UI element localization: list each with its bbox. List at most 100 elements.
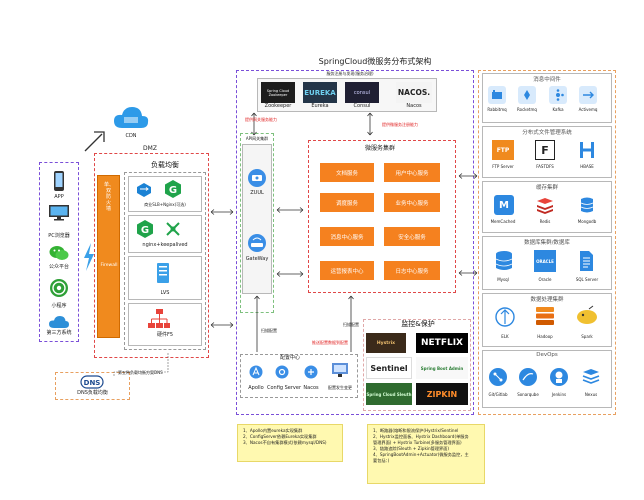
lb-lvs-label: LVS [160, 290, 170, 296]
dns-note: 第五种负载均衡方案DNS [118, 370, 163, 375]
main-cluster [236, 70, 474, 415]
firewall-label: 单、双防火墙 [104, 182, 115, 212]
ms-doc-service: 文档服务 [320, 163, 374, 182]
sleuth-tile-text: Spring Cloud Sleuth [366, 391, 412, 397]
arrow-scan-right [347, 295, 355, 353]
third-party-cloud-icon [48, 314, 70, 328]
client-wechat-label: 公众平台 [48, 264, 69, 270]
dns-group [55, 372, 130, 400]
ms-message-service: 消息中心服务 [320, 227, 374, 246]
dns-connector [108, 350, 208, 380]
scan-config-right-label: 扫描配置 [343, 322, 359, 327]
config-note-line-3: 3、Nacos不自有集群模式(依赖mysql/DNS) [243, 440, 327, 446]
hbase-icon [577, 140, 597, 160]
arrow-ms-right-2 [458, 262, 478, 276]
eureka-logo: EUREKA [303, 82, 337, 103]
phone-icon [53, 170, 65, 192]
oracle-icon-text: ORACLE [536, 258, 554, 264]
fs-title: 分布式文件管理系统 [522, 130, 572, 136]
netflix-tile-text: NETFLIX [421, 338, 463, 348]
gateway-register-label: 提供网关服务能力 [245, 117, 277, 122]
config-note: 1、Apollo内置eureka实现集群 2、ConfigServer依赖Eur… [237, 424, 343, 462]
client-third-label: 第三方系统 [46, 330, 72, 336]
zipkin-tile: ZIPKIN [416, 383, 468, 405]
mq-activemq-label: Activemq [578, 107, 598, 112]
lb-nginx-box [128, 215, 202, 253]
config-apollo-label: Apollo [248, 385, 264, 391]
db-mysql-label: Mysql [497, 277, 509, 282]
gateway-inner [242, 144, 272, 294]
zookeeper-tile-text: Spring Cloud Zookeeper [266, 88, 290, 97]
arrow-scan-left [253, 295, 261, 353]
ms-user-service: 用户中心服务 [384, 163, 440, 182]
spark-icon [575, 305, 599, 327]
cache-section [482, 181, 612, 233]
sqlserver-icon [576, 250, 596, 272]
nacos-tile-text: NACOS. [397, 88, 431, 97]
devops-nexus-label: Nexus [584, 392, 598, 397]
page-title: SpringCloud微服务分布式架构 [318, 57, 432, 66]
nacos-logo: NACOS. [396, 82, 432, 103]
nexus-icon [581, 367, 601, 387]
spring-boot-admin-tile: Spring Boot Admin [416, 357, 468, 379]
keepalived-icon [164, 220, 182, 238]
rocketmq-icon [518, 86, 536, 104]
cache-mongodb-label: Mongodb [577, 219, 597, 224]
nginx-icon: G [136, 219, 154, 239]
registry-eureka-label: Eureka [311, 103, 329, 109]
bigdata-title: 数据处理集群 [530, 297, 564, 303]
microservice-cluster [308, 140, 456, 293]
firewall-bar [97, 175, 120, 338]
gateway-title: API网关集群 [245, 136, 269, 141]
kafka-icon [549, 86, 567, 104]
hystrix-tile-text: Hystrix [376, 340, 396, 346]
db-section [482, 236, 612, 290]
lb-lvs-box [128, 256, 202, 300]
git-icon [488, 367, 508, 387]
monitor-note-line-1: 1、断路器(熔断和限流保护(Hystrix/Sentinel [373, 428, 459, 433]
arrow-lb-gw-1 [210, 201, 234, 215]
registry-zk-label: Zookeeper [264, 103, 292, 109]
dns-label: DNS负载均衡 [77, 390, 108, 396]
svg-text:G: G [141, 225, 149, 236]
mq-kafka-label: Kafka [552, 107, 564, 112]
devops-title: DevOps [536, 352, 558, 358]
fastdfs-icon: F [535, 140, 555, 160]
zipkin-tile-text: ZIPKIN [426, 389, 458, 399]
zuul-label: ZUUL [250, 190, 264, 196]
client-group [39, 162, 79, 342]
monitor-note-line-4: 3、链路追踪(Sleuth + Zipkin管理界面) [373, 446, 450, 452]
config-note-line-2: 2、ConfigServer依赖Eureka实现集群 [243, 434, 317, 440]
registry-title: 服务注册与发现(服务治理) [326, 71, 374, 76]
right-column [478, 70, 616, 415]
config-nacos-label: Nacos [303, 385, 319, 391]
bigdata-section [482, 293, 612, 347]
nacos-config-icon [304, 364, 318, 379]
rabbitmq-icon [488, 86, 506, 104]
config-note-line-1: 1、Apollo内置eureka实现集群 [243, 428, 303, 433]
mini-program-icon [49, 278, 69, 298]
arrow-ms-right-1 [458, 165, 478, 179]
bigdata-hadoop-label: Hadoop [537, 334, 553, 339]
db-oracle-label: Oracle [538, 277, 552, 282]
ftp-icon-text: FTP [496, 146, 510, 154]
arrow-registry-gw [250, 112, 258, 136]
mongodb-icon [577, 195, 597, 215]
eureka-tile-text: EUREKA [304, 88, 336, 97]
sonarqube-icon [518, 367, 538, 387]
devops-sonarqube-label: Sonarqube [517, 392, 539, 397]
arrow-registry-ms [366, 112, 374, 136]
monitor-note-line-5: 4、SpringBootAdmin+Actuator(微服务监控，主 [373, 452, 469, 458]
config-server-label: Config Server [266, 385, 302, 391]
lb-nginx-label: nginx+keepalived [142, 242, 188, 248]
devops-jenkins-label: Jenkins [551, 392, 567, 397]
registry-consul-label: Consul [353, 103, 371, 109]
arrow-lb-gw-2 [210, 314, 234, 328]
arrow-gw-ms-2 [276, 263, 304, 277]
gateway-label: GateWay [245, 256, 269, 262]
lb-f5-box [128, 303, 202, 346]
activemq-icon [579, 86, 597, 104]
gateway-router-icon [246, 232, 268, 252]
fs-hbase-label: HBASE [580, 164, 594, 169]
config-change-icon [331, 362, 349, 378]
